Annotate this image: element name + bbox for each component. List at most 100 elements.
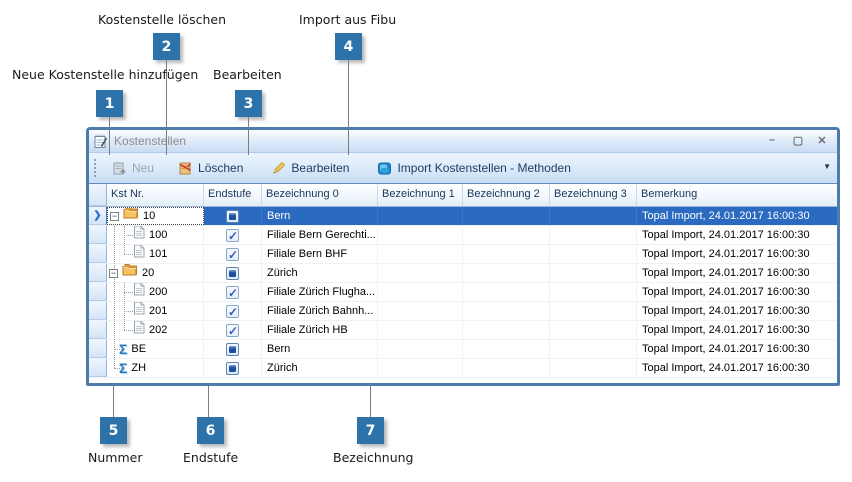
endstufe-cell[interactable]: [204, 245, 262, 263]
toolbar-overflow-chevron-down-icon[interactable]: ▼: [823, 162, 831, 171]
row-selector[interactable]: [89, 302, 107, 320]
bezeichnung-1-cell[interactable]: [378, 245, 463, 263]
bezeichnung-1-cell[interactable]: [378, 207, 463, 225]
bezeichnung-3-cell[interactable]: [550, 302, 637, 320]
import-button[interactable]: Import Kostenstellen - Methoden: [372, 158, 575, 179]
bemerkung-cell[interactable]: Topal Import, 24.01.2017 16:00:30: [642, 324, 810, 336]
bezeichnung-2-cell[interactable]: [463, 283, 550, 301]
endstufe-cell[interactable]: [204, 359, 262, 377]
bezeichnung-2-cell[interactable]: [463, 302, 550, 320]
bezeichnung-0-cell[interactable]: Zürich: [262, 359, 378, 377]
bezeichnung-1-cell[interactable]: [378, 264, 463, 282]
bemerkung-cell[interactable]: Topal Import, 24.01.2017 16:00:30: [642, 286, 810, 298]
toolbar-grip[interactable]: [94, 159, 99, 177]
tree-collapse-toggle[interactable]: −: [109, 267, 118, 278]
header-bezeichnung-2[interactable]: Bezeichnung 2: [463, 184, 550, 206]
bezeichnung-2-cell[interactable]: [463, 245, 550, 263]
row-selector[interactable]: [89, 321, 107, 339]
bearbeiten-button[interactable]: Bearbeiten: [266, 158, 354, 179]
bezeichnung-3-cell[interactable]: [550, 207, 637, 225]
endstufe-cell[interactable]: [204, 283, 262, 301]
bezeichnung-1-cell[interactable]: [378, 302, 463, 320]
row-selector[interactable]: [89, 226, 107, 244]
endstufe-cell[interactable]: [204, 302, 262, 320]
kst-nr-cell[interactable]: 101: [107, 245, 204, 263]
bezeichnung-1-cell[interactable]: [378, 340, 463, 358]
header-endstufe[interactable]: Endstufe: [204, 184, 262, 206]
title-bar[interactable]: Kostenstellen – ▢ ✕: [89, 130, 837, 153]
close-button[interactable]: ✕: [817, 134, 827, 147]
bezeichnung-1-cell[interactable]: [378, 283, 463, 301]
bezeichnung-1-cell[interactable]: [378, 359, 463, 377]
row-selector[interactable]: [89, 283, 107, 301]
checkbox-checked-icon[interactable]: [226, 284, 239, 301]
row-selector[interactable]: [89, 359, 107, 377]
bemerkung-cell[interactable]: Topal Import, 24.01.2017 16:00:30: [642, 267, 810, 279]
bezeichnung-3-cell[interactable]: [550, 359, 637, 377]
table-row[interactable]: 200 Filiale Zürich Flugha... Topal Import,…: [89, 283, 837, 302]
row-selector[interactable]: ❯: [89, 207, 107, 225]
bezeichnung-3-cell[interactable]: [550, 245, 637, 263]
loeschen-button[interactable]: Löschen: [173, 158, 248, 179]
minimize-button[interactable]: –: [768, 134, 776, 146]
header-bezeichnung-3[interactable]: Bezeichnung 3: [550, 184, 637, 206]
table-row[interactable]: 100 Filiale Bern Gerechti... Topal Import,…: [89, 226, 837, 245]
tree-collapse-toggle[interactable]: −: [110, 210, 119, 221]
bezeichnung-0-cell[interactable]: Filiale Zürich Flugha...: [262, 283, 378, 301]
bezeichnung-3-cell[interactable]: [550, 226, 637, 244]
checkbox-checked-icon[interactable]: [226, 303, 239, 320]
bemerkung-cell[interactable]: Topal Import, 24.01.2017 16:00:30: [637, 207, 837, 225]
checkbox-checked-icon[interactable]: [226, 322, 239, 339]
neu-button[interactable]: Neu: [107, 158, 159, 179]
bezeichnung-1-cell[interactable]: [378, 226, 463, 244]
maximize-button[interactable]: ▢: [792, 134, 804, 147]
endstufe-cell[interactable]: [204, 207, 262, 225]
kst-nr-cell[interactable]: −10: [107, 207, 204, 225]
row-selector[interactable]: [89, 245, 107, 263]
kst-nr-cell[interactable]: −20: [107, 264, 204, 282]
kst-nr-cell[interactable]: 100: [107, 226, 204, 244]
header-kst-nr[interactable]: Kst Nr.: [107, 184, 204, 206]
bezeichnung-2-cell[interactable]: [463, 340, 550, 358]
bezeichnung-2-cell[interactable]: [463, 359, 550, 377]
header-bezeichnung-0[interactable]: Bezeichnung 0: [262, 184, 378, 206]
endstufe-cell[interactable]: [204, 340, 262, 358]
checkbox-checked-icon[interactable]: [226, 227, 239, 244]
bezeichnung-2-cell[interactable]: [463, 226, 550, 244]
checkbox-filled-icon[interactable]: [226, 266, 239, 280]
bezeichnung-0-cell[interactable]: Filiale Zürich Bahnh...: [262, 302, 378, 320]
bezeichnung-0-cell[interactable]: Filiale Bern Gerechti...: [262, 226, 378, 244]
bemerkung-cell[interactable]: Topal Import, 24.01.2017 16:00:30: [642, 362, 810, 374]
bemerkung-cell[interactable]: Topal Import, 24.01.2017 16:00:30: [642, 343, 810, 355]
kst-nr-cell[interactable]: 200: [107, 283, 204, 301]
bezeichnung-0-cell[interactable]: Bern: [262, 340, 378, 358]
checkbox-checked-icon[interactable]: [226, 246, 239, 263]
bezeichnung-2-cell[interactable]: [463, 207, 550, 225]
bezeichnung-0-cell[interactable]: Filiale Zürich HB: [262, 321, 378, 339]
endstufe-cell[interactable]: [204, 264, 262, 282]
checkbox-filled-icon[interactable]: [226, 209, 239, 223]
row-selector[interactable]: [89, 264, 107, 282]
bezeichnung-2-cell[interactable]: [463, 264, 550, 282]
bezeichnung-1-cell[interactable]: [378, 321, 463, 339]
bezeichnung-0-cell[interactable]: Bern: [262, 207, 378, 225]
endstufe-cell[interactable]: [204, 321, 262, 339]
bezeichnung-3-cell[interactable]: [550, 340, 637, 358]
bezeichnung-0-cell[interactable]: Zürich: [262, 264, 378, 282]
bemerkung-cell[interactable]: Topal Import, 24.01.2017 16:00:30: [642, 305, 810, 317]
bezeichnung-0-cell[interactable]: Filiale Bern BHF: [262, 245, 378, 263]
header-bezeichnung-1[interactable]: Bezeichnung 1: [378, 184, 463, 206]
checkbox-filled-icon[interactable]: [226, 342, 239, 356]
endstufe-cell[interactable]: [204, 226, 262, 244]
checkbox-filled-icon[interactable]: [226, 361, 239, 375]
bemerkung-cell[interactable]: Topal Import, 24.01.2017 16:00:30: [642, 229, 810, 241]
kst-nr-cell[interactable]: 201: [107, 302, 204, 320]
table-row[interactable]: ❯−10 Bern Topal Import, 24.01.2017 16:00:3…: [89, 207, 837, 226]
bezeichnung-3-cell[interactable]: [550, 283, 637, 301]
bezeichnung-2-cell[interactable]: [463, 321, 550, 339]
bezeichnung-3-cell[interactable]: [550, 264, 637, 282]
header-bemerkung[interactable]: Bemerkung: [641, 188, 698, 200]
